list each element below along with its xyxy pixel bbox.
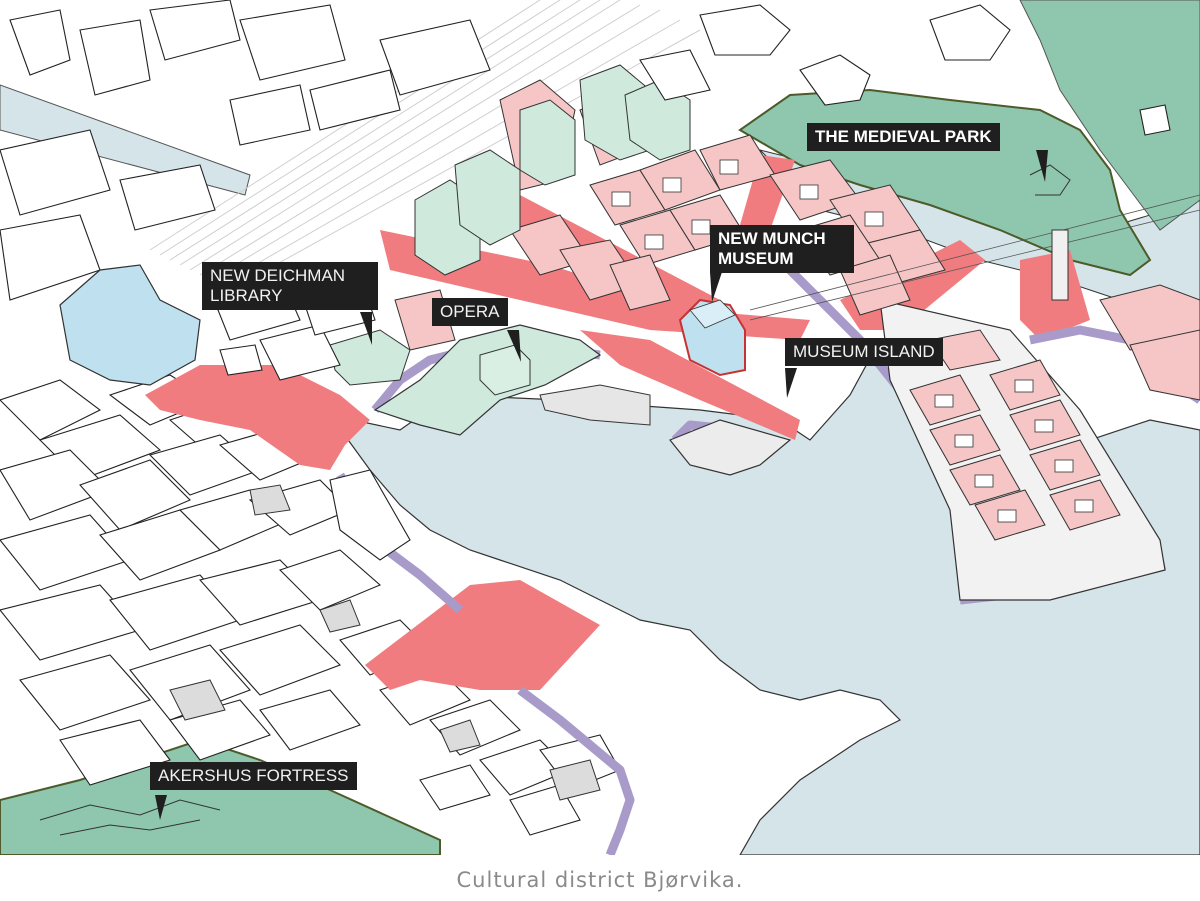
label-medieval-park: THE MEDIEVAL PARK — [807, 123, 1000, 151]
label-opera-text: OPERA — [440, 302, 500, 321]
label-new-munch-museum-line1: NEW MUNCH — [718, 229, 826, 248]
bridge-tower — [1051, 229, 1069, 301]
museum-island — [669, 419, 792, 476]
railway-tracks — [149, 0, 701, 291]
opera-stage-tower — [479, 344, 531, 396]
grey-buildings — [169, 484, 601, 801]
city-blocks-north — [0, 0, 491, 301]
east-pier-courtyards — [934, 379, 1094, 523]
label-new-munch-museum: NEW MUNCH MUSEUM — [710, 225, 854, 273]
label-medieval-park-text: THE MEDIEVAL PARK — [815, 127, 992, 146]
label-akershus-fortress: AKERSHUS FORTRESS — [150, 762, 357, 790]
figure-caption: Cultural district Bjørvika. — [456, 868, 744, 892]
label-museum-island-text: MUSEUM ISLAND — [793, 342, 935, 361]
label-new-deichman-line2: LIBRARY — [210, 286, 283, 305]
white-buildings-bay — [329, 4, 1171, 561]
mint-buildings — [329, 64, 691, 386]
hill-park — [1019, 0, 1200, 231]
label-akershus-fortress-text: AKERSHUS FORTRESS — [158, 766, 349, 785]
label-museum-island: MUSEUM ISLAND — [785, 338, 943, 366]
label-new-deichman-library: NEW DEICHMAN LIBRARY — [202, 262, 378, 310]
munch-museum — [678, 298, 746, 377]
label-opera: OPERA — [432, 298, 508, 326]
callout-pointers — [155, 150, 1048, 820]
label-new-deichman-line1: NEW DEICHMAN — [210, 266, 346, 285]
district-map — [0, 0, 1200, 855]
grey-pier — [539, 384, 651, 426]
label-new-munch-museum-line2: MUSEUM — [718, 249, 794, 268]
deichman-library — [59, 264, 201, 386]
east-pier-buildings — [909, 284, 1200, 541]
